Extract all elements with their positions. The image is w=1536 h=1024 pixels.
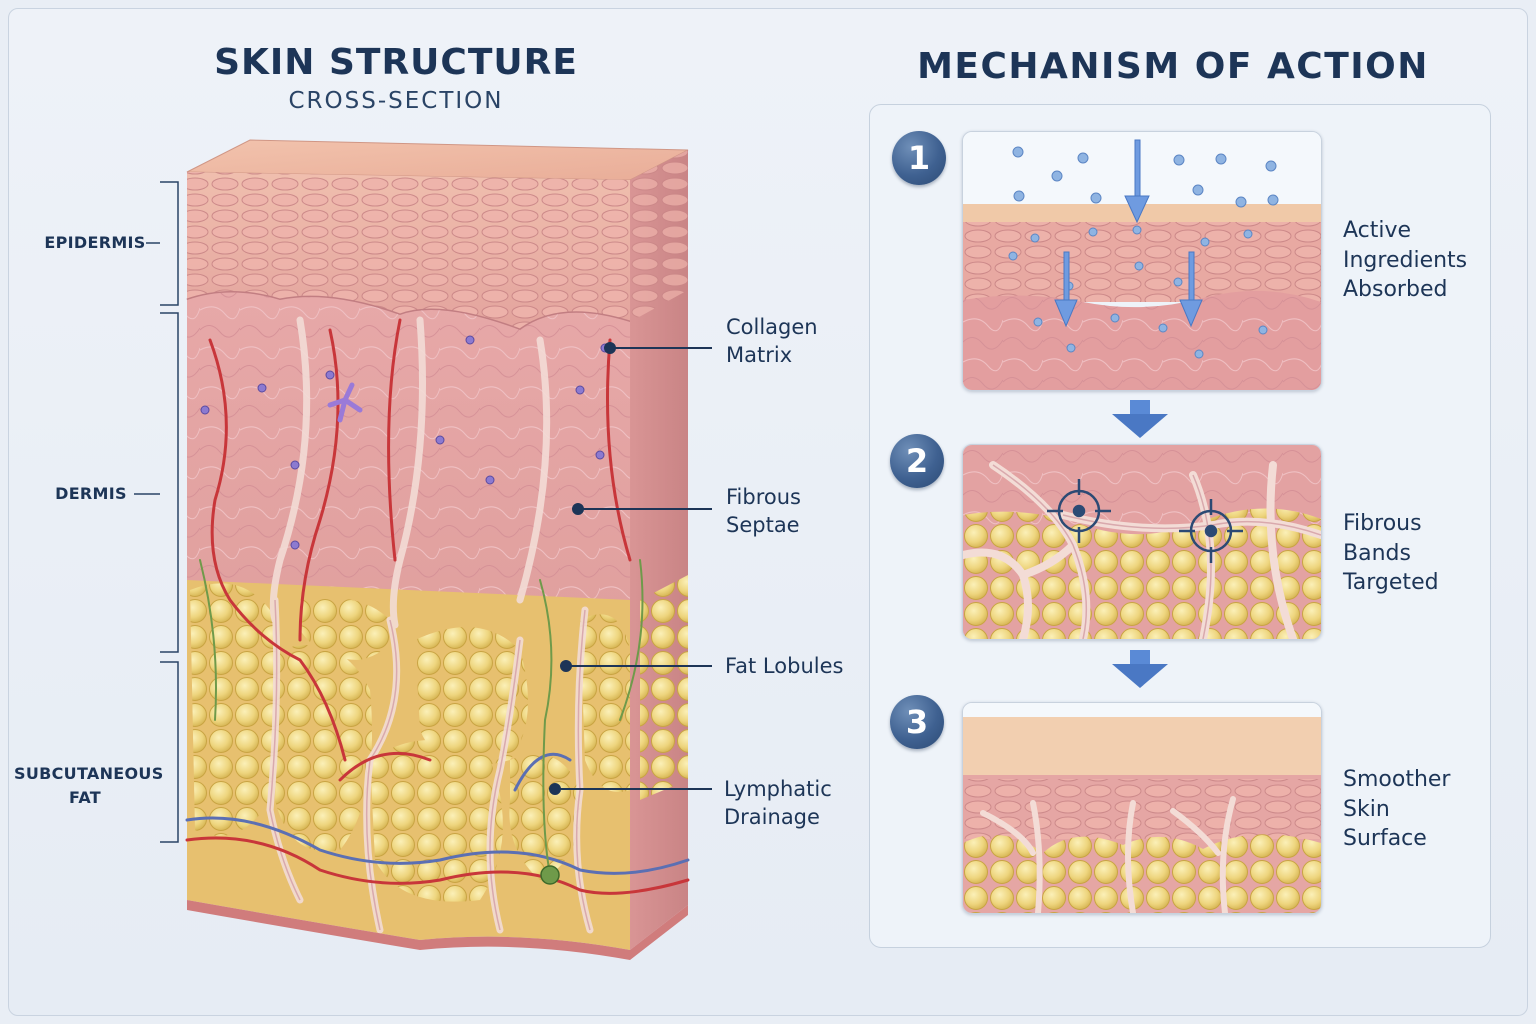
- step-2-text: Fibrous Bands Targeted: [1343, 509, 1439, 598]
- step-3-number: 3: [890, 695, 944, 749]
- lymph-line2: Drainage: [724, 805, 820, 829]
- subcutaneous-fat-label: SUBCUTANEOUS FAT: [14, 762, 164, 810]
- step-2-number: 2: [890, 434, 944, 488]
- target-icon: [1047, 479, 1111, 543]
- fibrous-line2: Septae: [726, 513, 800, 537]
- collagen-line1: Collagen: [726, 315, 818, 339]
- step-1-text: Active Ingredients Absorbed: [1343, 216, 1467, 305]
- step-3-line2: Skin: [1343, 796, 1390, 822]
- mechanism-title: MECHANISM OF ACTION: [917, 46, 1429, 87]
- dermis-label: DERMIS: [55, 484, 127, 503]
- fat-lobules-callout: Fat Lobules: [725, 654, 844, 678]
- lymphatic-drainage-callout: Lymphatic Drainage: [724, 775, 832, 831]
- step-1-illustration: [962, 131, 1322, 391]
- collagen-line2: Matrix: [726, 343, 793, 367]
- subcutaneous-line1: SUBCUTANEOUS: [14, 764, 164, 783]
- arrow-down-icon: [1112, 400, 1168, 438]
- step-1-number: 1: [892, 131, 946, 185]
- fibrous-line1: Fibrous: [726, 485, 801, 509]
- step-3-illustration: [962, 702, 1322, 914]
- step-2-illustration: [962, 444, 1322, 640]
- fibrous-septae-callout: Fibrous Septae: [726, 483, 801, 539]
- step-3-line1: Smoother: [1343, 767, 1451, 792]
- arrow-down-icon: [1112, 650, 1168, 688]
- step-1-line2: Ingredients: [1343, 247, 1468, 273]
- skin-cross-section-illustration: [134, 139, 712, 960]
- lymph-node-icon: [540, 865, 560, 885]
- step-2-line3: Targeted: [1343, 570, 1439, 595]
- epidermis-label: EPIDERMIS: [44, 233, 146, 252]
- collagen-matrix-callout: Collagen Matrix: [726, 313, 818, 369]
- target-icon: [1179, 499, 1243, 563]
- lymph-line1: Lymphatic: [724, 777, 832, 801]
- cross-section-subtitle: CROSS-SECTION: [288, 88, 504, 114]
- step-2-line2: Bands: [1343, 540, 1411, 566]
- step-2-line1: Fibrous: [1343, 511, 1422, 536]
- subcutaneous-line2: FAT: [68, 788, 102, 807]
- step-3-text: Smoother Skin Surface: [1343, 765, 1450, 854]
- skin-structure-title: SKIN STRUCTURE: [214, 42, 578, 83]
- step-1-line1: Active: [1343, 218, 1412, 243]
- step-1-line3: Absorbed: [1343, 277, 1448, 302]
- step-3-line3: Surface: [1343, 826, 1427, 851]
